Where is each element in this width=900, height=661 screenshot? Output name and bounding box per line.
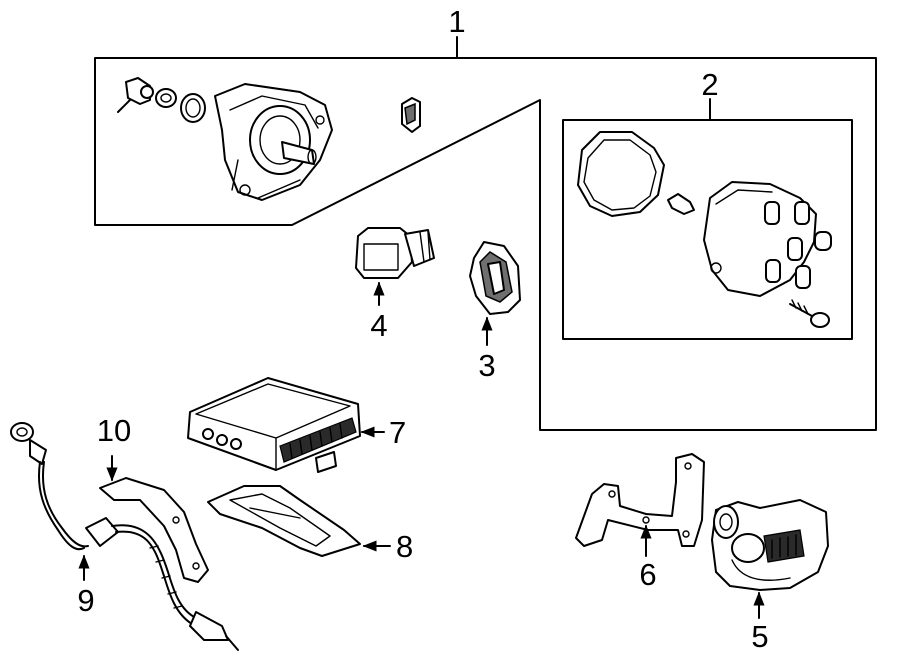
callout-6[interactable]: 6	[639, 557, 656, 592]
part-3-bracket[interactable]	[469, 241, 521, 315]
part-7-control-module[interactable]	[187, 377, 361, 473]
callout-7[interactable]: 7	[389, 415, 406, 450]
callout-1[interactable]: 1	[448, 4, 465, 39]
assembly-1-outline	[94, 57, 877, 431]
part-6-coil-bracket[interactable]	[575, 453, 705, 547]
part-5-ignition-coil[interactable]	[711, 499, 829, 591]
callout-3[interactable]: 3	[478, 348, 495, 383]
distributor-cap[interactable]	[703, 181, 832, 297]
cap-screw[interactable]	[789, 299, 830, 328]
housing-clip[interactable]	[401, 97, 421, 133]
cap-gasket[interactable]	[577, 131, 665, 217]
part-4-igniter[interactable]	[355, 227, 435, 279]
callout-2[interactable]: 2	[701, 67, 718, 102]
callout-10[interactable]: 10	[97, 413, 131, 448]
callout-5[interactable]: 5	[751, 619, 768, 654]
rotor[interactable]	[667, 193, 695, 215]
part-10-harness-bracket[interactable]	[99, 477, 209, 583]
part-8-mounting-plate[interactable]	[207, 485, 361, 557]
callout-8[interactable]: 8	[396, 529, 413, 564]
assembly-2-outline	[562, 119, 853, 340]
part-9-wire-harness[interactable]	[10, 422, 239, 651]
callout-9[interactable]: 9	[77, 583, 94, 618]
callout-4[interactable]: 4	[370, 308, 387, 343]
distributor-housing[interactable]	[117, 77, 333, 201]
